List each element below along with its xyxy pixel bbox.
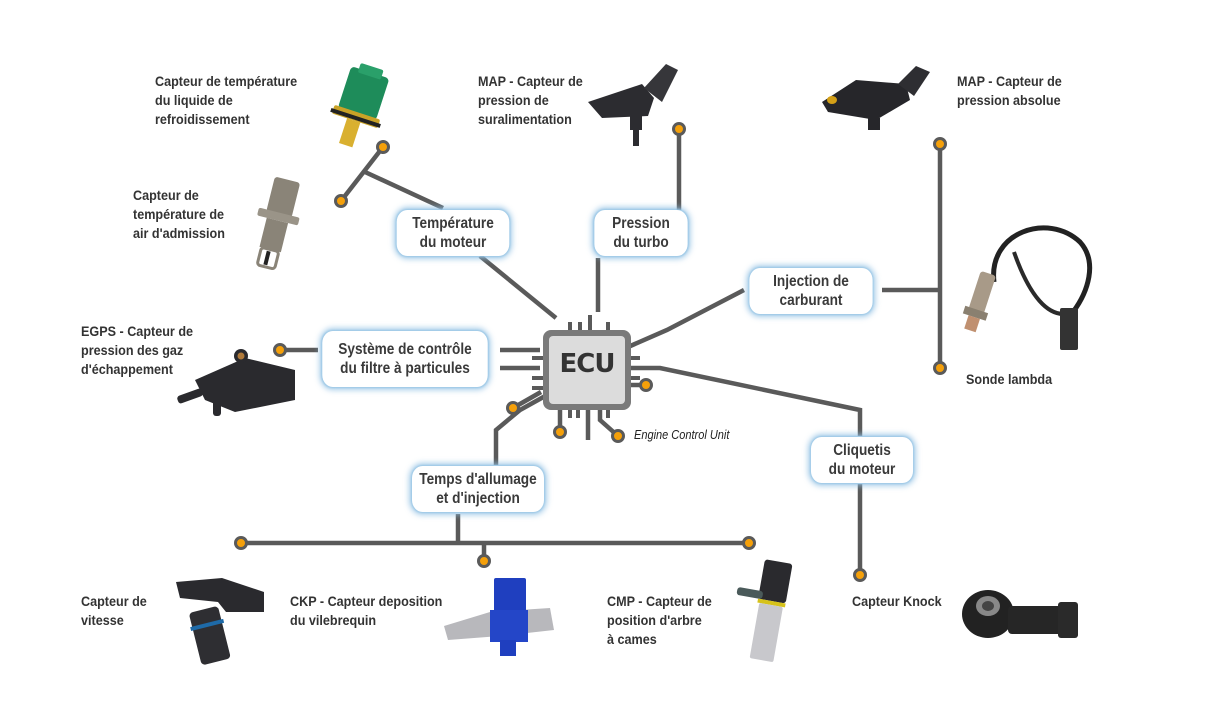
label-line: pression des gaz: [81, 342, 184, 358]
label-line: vitesse: [81, 612, 124, 628]
intake-air-temperature-sensor-icon: [245, 176, 305, 281]
label-line: suralimentation: [478, 111, 572, 127]
sensor-label-map-absolute: MAP - Capteur de pression absolue: [957, 72, 1062, 110]
category-label-line: Système de contrôle: [338, 341, 472, 358]
label-line: position d'arbre: [607, 612, 702, 628]
category-label-line: Pression: [612, 215, 670, 232]
connection-node: [477, 554, 491, 568]
connection-node: [611, 429, 625, 443]
label-line: Capteur de: [133, 187, 199, 203]
label-line: pression absolue: [957, 92, 1061, 108]
category-cliquetis[interactable]: Cliquetis du moteur: [810, 437, 914, 483]
category-label-line: Température: [412, 215, 494, 232]
connection-node: [273, 343, 287, 357]
label-line: Capteur de température: [155, 73, 298, 89]
sensor-label-speed: Capteur de vitesse: [81, 592, 147, 630]
label-line: EGPS - Capteur de: [81, 323, 194, 339]
knock-sensor-icon: [958, 586, 1088, 661]
sensor-label-coolant: Capteur de température du liquide de ref…: [155, 72, 297, 129]
label-line: du liquide de: [155, 92, 233, 108]
boost-pressure-sensor-icon: [582, 58, 692, 158]
sensor-label-knock: Capteur Knock: [852, 592, 942, 611]
category-label-line: carburant: [779, 292, 843, 309]
category-filtre[interactable]: Système de contrôle du filtre à particul…: [322, 331, 488, 387]
label-line: MAP - Capteur de: [478, 73, 583, 89]
camshaft-sensor-icon: [730, 556, 800, 671]
ecu-label: ECU: [559, 349, 616, 379]
connection-node: [933, 137, 947, 151]
category-temperature[interactable]: Température du moteur: [396, 210, 510, 256]
ecu-caption: Engine Control Unit: [634, 428, 730, 442]
connection-node: [234, 536, 248, 550]
label-line: température de: [133, 206, 225, 222]
connection-node: [742, 536, 756, 550]
connection-node: [506, 401, 520, 415]
sensor-label-ckp: CKP - Capteur deposition du vilebrequin: [290, 592, 442, 630]
wire-temperature: [478, 254, 558, 320]
sensor-label-egps: EGPS - Capteur de pression des gaz d'éch…: [81, 322, 193, 379]
connection-node: [639, 378, 653, 392]
category-label-line: et d'injection: [436, 490, 520, 507]
label-line: Sonde lambda: [966, 371, 1053, 387]
ecu-chip-inner: [549, 336, 625, 404]
connection-node: [672, 122, 686, 136]
wire-allumage: [241, 388, 749, 561]
sensor-label-lambda: Sonde lambda: [966, 370, 1052, 389]
connection-node: [334, 194, 348, 208]
label-line: pression de: [478, 92, 549, 108]
label-line: d'échappement: [81, 361, 173, 377]
label-line: Capteur Knock: [852, 593, 942, 609]
label-line: MAP - Capteur de: [957, 73, 1062, 89]
label-line: CMP - Capteur de: [607, 593, 712, 609]
category-label-line: du moteur: [419, 234, 487, 251]
sensor-label-map-boost: MAP - Capteur de pression de suralimenta…: [478, 72, 583, 129]
category-label-line: Cliquetis: [833, 442, 891, 459]
label-line: refroidissement: [155, 111, 250, 127]
category-label-line: du filtre à particules: [340, 360, 470, 377]
crankshaft-sensor-icon: [440, 574, 560, 669]
wire-temperature-sensors: [339, 145, 444, 211]
wire-cliquetis: [630, 365, 863, 575]
category-injection[interactable]: Injection de carburant: [749, 268, 873, 314]
wire-turbo: [595, 129, 682, 312]
category-label-line: Temps d'allumage: [419, 471, 537, 488]
label-line: à cames: [607, 631, 657, 647]
label-line: CKP - Capteur deposition: [290, 593, 443, 609]
connection-node: [553, 425, 567, 439]
sensor-label-cmp: CMP - Capteur de position d'arbre à came…: [607, 592, 712, 649]
category-label-line: Injection de: [773, 273, 849, 290]
wire-injection: [627, 144, 943, 368]
label-line: air d'admission: [133, 225, 225, 241]
coolant-temperature-sensor-icon: [318, 63, 398, 165]
category-label-line: du moteur: [828, 461, 896, 478]
category-label-line: du turbo: [613, 234, 669, 251]
connection-node: [853, 568, 867, 582]
lambda-probe-icon: [958, 212, 1108, 367]
label-line: du vilebrequin: [290, 612, 377, 628]
exhaust-pressure-sensor-icon: [175, 340, 305, 425]
connection-node: [933, 361, 947, 375]
label-line: Capteur de: [81, 593, 147, 609]
category-allumage[interactable]: Temps d'allumage et d'injection: [412, 466, 544, 512]
absolute-pressure-sensor-icon: [818, 62, 938, 137]
category-turbo[interactable]: Pression du turbo: [594, 210, 688, 256]
connection-node: [376, 140, 390, 154]
speed-sensor-icon: [172, 572, 272, 672]
sensor-label-intake-air: Capteur de température de air d'admissio…: [133, 186, 225, 243]
